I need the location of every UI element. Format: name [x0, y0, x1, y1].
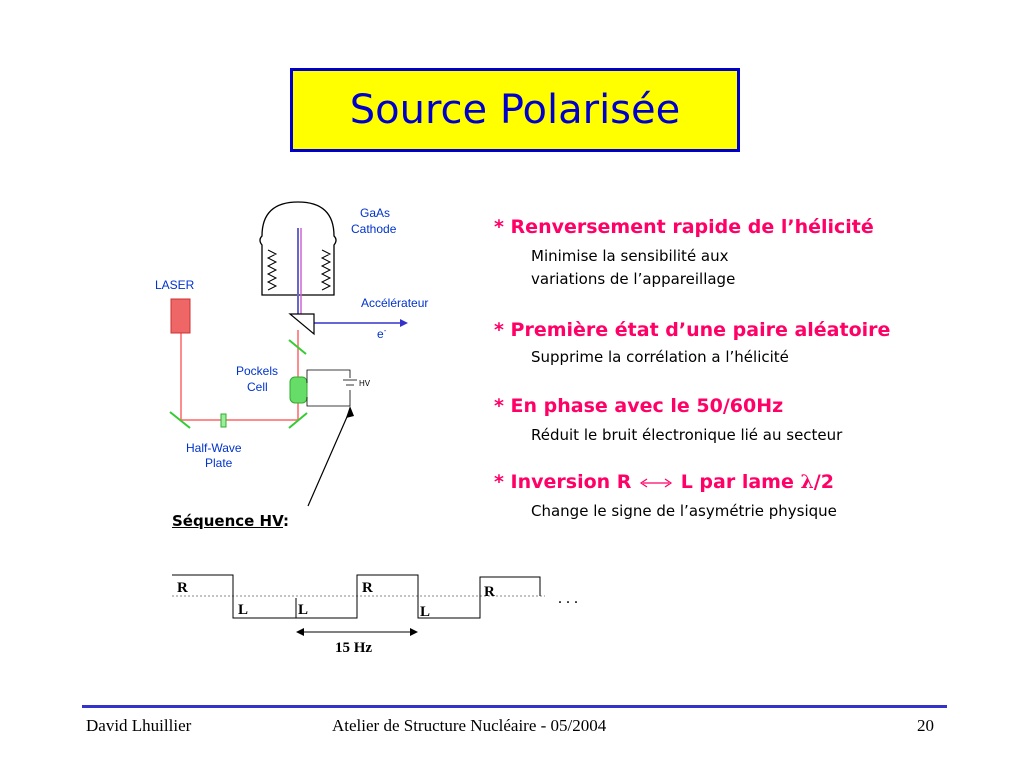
bullet-2-sub-1: Supprime la corrélation a l’hélicité — [531, 348, 789, 366]
electron-label: e- — [377, 326, 387, 341]
arrow-head-icon — [400, 319, 408, 327]
halfwave-label: Half-Wave — [186, 441, 242, 455]
laser-beam — [180, 330, 299, 421]
gaas-cathode-bulb — [259, 201, 337, 296]
bullet-1-sub-1: Minimise la sensibilité aux — [531, 247, 729, 265]
title-box: Source Polarisée — [290, 68, 740, 152]
gaas-label: GaAs — [360, 206, 390, 220]
mirror — [288, 412, 308, 429]
freq-label: 15 Hz — [335, 640, 372, 656]
footer-event: Atelier de Structure Nucléaire - 05/2004 — [332, 716, 607, 735]
cell-label: Cell — [247, 380, 268, 394]
seq-r-1: R — [177, 580, 188, 596]
pointer-arrow — [307, 409, 351, 507]
seq-l-3: L — [420, 604, 430, 620]
bullet-2-head: * Première état d’une paire aléatoire — [494, 319, 891, 341]
seq-l-2: L — [298, 602, 308, 618]
bullet-3-sub-1: Réduit le bruit électronique lié au sect… — [531, 426, 843, 444]
seq-l-1: L — [238, 602, 248, 618]
mirror — [169, 411, 191, 429]
hv-sequence-waveform — [172, 574, 545, 636]
footer-page-number: 20 — [917, 716, 934, 735]
bullet-1-head: * Renversement rapide de l’hélicité — [494, 216, 874, 238]
plate-label: Plate — [205, 456, 233, 470]
bullet-3-head: * En phase avec le 50/60Hz — [494, 395, 784, 417]
laser-label: LASER — [155, 278, 195, 292]
seq-dots: . . . — [558, 590, 578, 607]
bullet-4-head: * Inversion R L par lame λ/2 — [494, 471, 834, 493]
seq-r-3: R — [484, 584, 495, 600]
bullet-1-sub-2: variations de l’appareillage — [531, 270, 736, 288]
sequence-hv-label: Séquence HV: — [172, 512, 290, 530]
laser-box — [170, 298, 191, 334]
pockels-label: Pockels — [236, 364, 278, 378]
mirror — [288, 339, 307, 355]
double-arrow-icon — [639, 478, 673, 487]
bullet-4-sub-1: Change le signe de l’asymétrie physique — [531, 502, 837, 520]
hv-label: HV — [359, 379, 371, 388]
footer-author: David Lhuillier — [86, 716, 192, 735]
seq-r-2: R — [362, 580, 373, 596]
pockels-cell — [289, 376, 308, 404]
footer-divider — [82, 705, 947, 708]
prism — [288, 313, 315, 336]
accelerateur-label: Accélérateur — [361, 296, 428, 310]
hv-circuit — [306, 369, 357, 407]
slide-title: Source Polarisée — [349, 87, 681, 133]
half-wave-plate — [220, 413, 227, 428]
cathode-label: Cathode — [351, 222, 397, 236]
pointer-arrow-head-icon — [346, 406, 354, 418]
